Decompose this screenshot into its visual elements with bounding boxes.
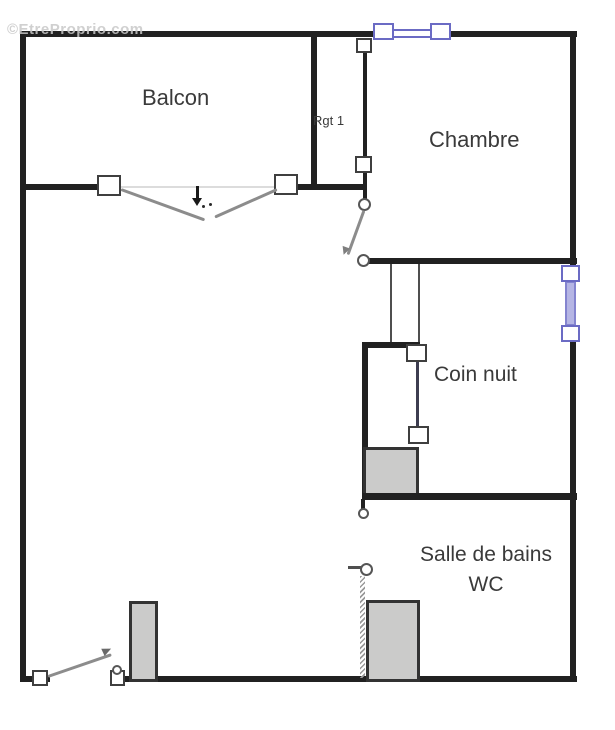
bedroom-top-window-frame-left bbox=[373, 23, 394, 40]
bathroom-label-line1: Salle de bains bbox=[420, 543, 552, 566]
balcony-door-arrow-stem bbox=[196, 186, 199, 198]
storage-handle-post bbox=[356, 38, 372, 53]
nook-door-line bbox=[416, 360, 419, 428]
wall-nook-bottom bbox=[362, 493, 577, 500]
entrance-door-leaf bbox=[47, 653, 112, 678]
balcony-door-post-right bbox=[274, 174, 298, 195]
wall-storage-partition-lower bbox=[363, 172, 367, 200]
bedroom-top-window-glazing bbox=[392, 29, 432, 38]
duct-line-right bbox=[418, 264, 420, 344]
bedroom-door-hinge-top bbox=[358, 198, 371, 211]
wall-top-right-segment bbox=[448, 31, 577, 37]
wall-right-upper bbox=[570, 31, 576, 269]
bath-door-leaf bbox=[360, 576, 365, 678]
bedroom-top-window-frame-right bbox=[430, 23, 451, 40]
storage-label: Rgt 1 bbox=[313, 113, 345, 128]
right-window-frame-bottom bbox=[561, 325, 580, 342]
balcony-label: Balcon bbox=[142, 85, 210, 110]
swing-dot bbox=[209, 203, 212, 206]
wall-left bbox=[20, 31, 26, 682]
bath-door-hinge-top bbox=[358, 508, 369, 519]
storage-bottom-post bbox=[355, 156, 372, 173]
watermark: ©EtreProprio.com bbox=[7, 21, 144, 38]
balcony-door-post-left bbox=[97, 175, 121, 196]
balcony-door-arrow-icon bbox=[192, 198, 202, 206]
wall-balcony-left bbox=[20, 184, 98, 190]
bedroom-label: Chambre bbox=[429, 127, 520, 152]
balcony-door-leaf-right bbox=[214, 188, 278, 219]
wall-right-lower bbox=[570, 341, 576, 682]
bedroom-door-hinge-bottom bbox=[357, 254, 370, 267]
wall-bath-stub bbox=[361, 499, 365, 510]
wall-balcony-right bbox=[296, 184, 367, 190]
nook-door-post-bottom bbox=[408, 426, 429, 444]
wall-nook-top bbox=[362, 342, 420, 348]
entry-fixture bbox=[129, 601, 158, 682]
bath-door-hinge-bottom bbox=[360, 563, 373, 576]
bathroom-label-line2: WC bbox=[468, 573, 504, 596]
duct-line-left bbox=[390, 264, 392, 344]
nook-label: Coin nuit bbox=[434, 363, 517, 386]
wall-nook-left bbox=[362, 342, 368, 500]
bath-door-hinge-tick bbox=[348, 566, 361, 569]
wall-balcony-divider bbox=[311, 33, 317, 186]
nook-door-post-top bbox=[406, 344, 427, 362]
right-window-frame-top bbox=[561, 265, 580, 282]
wall-bedroom-bottom bbox=[360, 258, 577, 264]
entrance-door-hinge bbox=[112, 665, 122, 675]
entrance-post-left bbox=[32, 670, 48, 686]
bathroom-label: Salle de bains WC bbox=[397, 540, 575, 600]
wall-storage-partition-upper bbox=[363, 53, 367, 157]
swing-dot bbox=[202, 205, 205, 208]
wall-bottom-main bbox=[110, 676, 577, 682]
bath-fixture bbox=[366, 600, 420, 682]
nook-fixture bbox=[363, 447, 419, 497]
right-window-glazing bbox=[565, 281, 576, 326]
wall-top-left-segment bbox=[20, 31, 377, 37]
